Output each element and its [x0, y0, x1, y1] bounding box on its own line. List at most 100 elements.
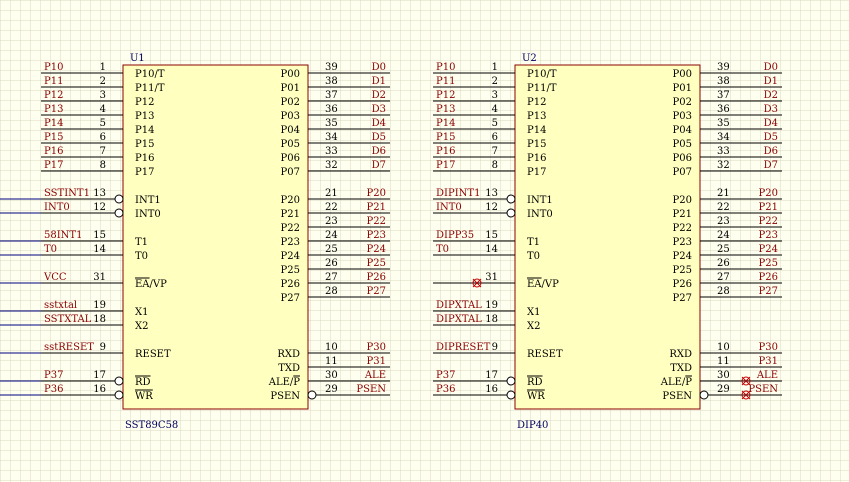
chip-body[interactable] [514, 64, 701, 410]
pin-name: P11/T [135, 83, 165, 94]
inversion-bubble [114, 208, 124, 218]
pin-number: 31 [485, 272, 498, 283]
chip-u1[interactable]: U1SST89C581P10/TP102P11/TP113P12P124P13P… [0, 53, 390, 431]
pin-number: 38 [717, 76, 730, 87]
pin-number: 8 [492, 160, 498, 171]
pin-number: 30 [325, 370, 338, 381]
pin-number: 39 [325, 62, 338, 73]
net-label: P30 [759, 342, 778, 353]
chip-u2[interactable]: U2DIP401P10/TP102P11/TP113P12P124P13P135… [433, 53, 782, 431]
pin-number: 38 [325, 76, 338, 87]
pin-name: P12 [527, 97, 546, 108]
pin-name: T0 [135, 251, 148, 262]
net-label: sstRESET [44, 342, 94, 353]
chip-body[interactable] [122, 64, 309, 410]
inversion-bubble [114, 390, 124, 400]
pin-number: 34 [325, 132, 338, 143]
pin-number: 30 [717, 370, 730, 381]
net-label: P13 [436, 104, 455, 115]
pin-number: 35 [717, 118, 730, 129]
net-label: DIPXTAL [436, 314, 482, 325]
pin-number: 11 [717, 356, 730, 367]
